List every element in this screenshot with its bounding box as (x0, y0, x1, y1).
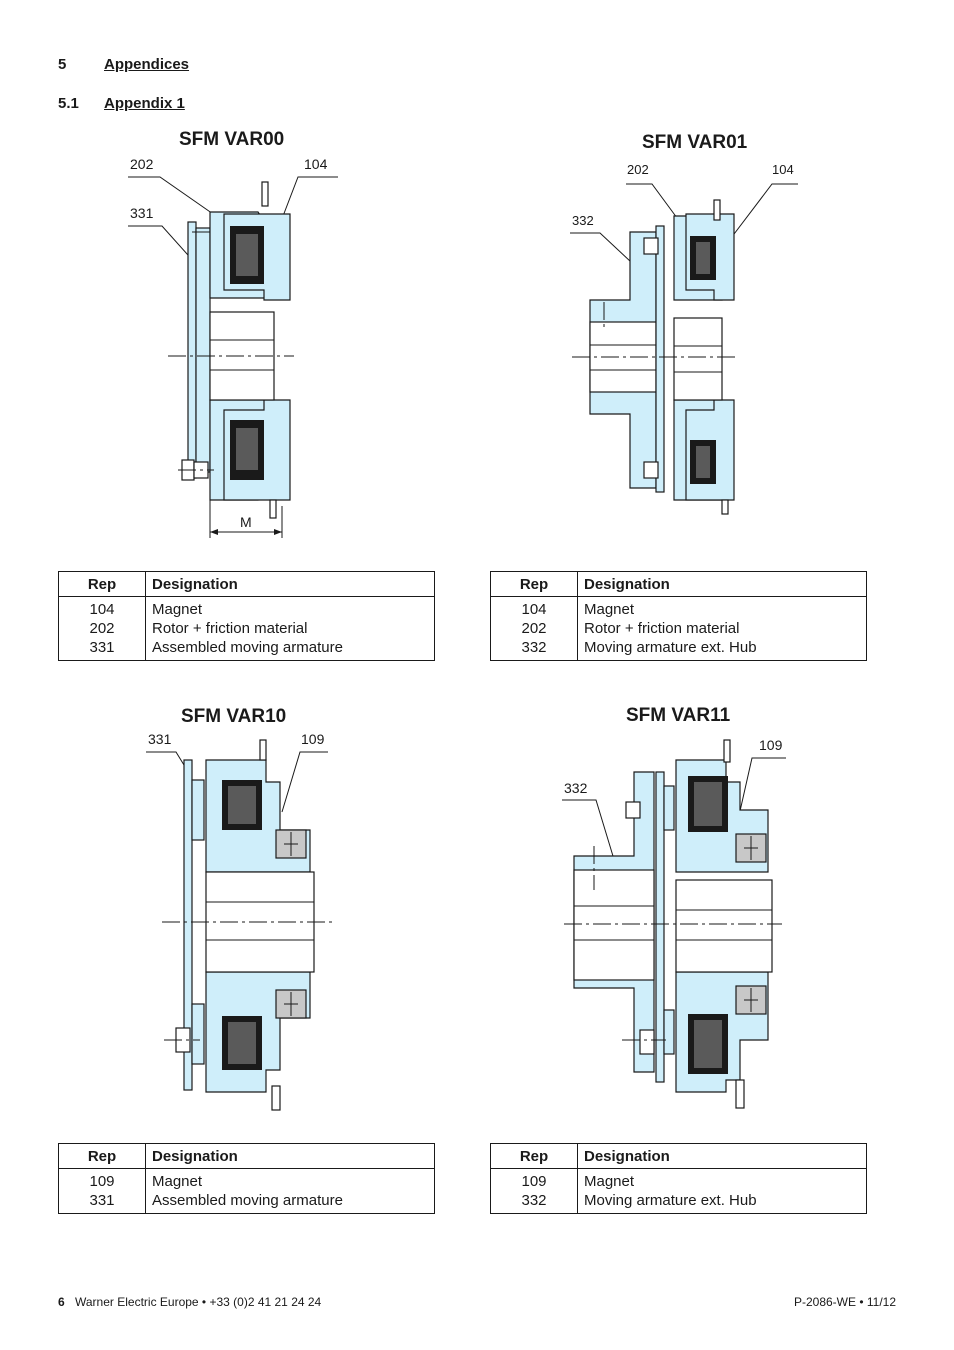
callout-331: 331 (130, 205, 154, 221)
rep-cell: 104 (58, 596, 146, 619)
dimension-m-label: M (240, 514, 252, 530)
callout-104: 104 (772, 162, 794, 177)
designation-cell: Magnet (152, 601, 203, 618)
callout-104: 104 (304, 156, 328, 172)
figure-title-var01: SFM VAR01 (642, 132, 748, 153)
rep-cell: 109 (490, 1168, 578, 1191)
footer-doc-ref: P-2086-WE • 11/12 (793, 1295, 896, 1309)
subsection-number: 5.1 (58, 95, 79, 112)
rep-header: Rep (58, 1143, 146, 1169)
designation-cell: Magnet (584, 1173, 635, 1190)
designation-cell: Rotor + friction material (152, 620, 308, 637)
designation-cell: Assembled moving armature (152, 639, 343, 656)
section-number: 5 (58, 56, 67, 73)
footer-company: Warner Electric Europe • +33 (0)2 41 21 … (75, 1295, 322, 1309)
rep-cell: 104 (490, 596, 578, 619)
callout-202: 202 (627, 162, 649, 177)
rep-cell: 202 (58, 619, 146, 638)
designation-cell: Magnet (584, 601, 635, 618)
figure-title-var00: SFM VAR00 (179, 129, 285, 150)
callout-109: 109 (759, 737, 783, 753)
designation-cell: Moving armature ext. Hub (584, 639, 757, 656)
figure-title-var11: SFM VAR11 (626, 705, 731, 726)
rep-cell: 332 (490, 638, 578, 661)
callout-332: 332 (564, 780, 588, 796)
rep-header: Rep (490, 571, 578, 597)
figure-title-var10: SFM VAR10 (181, 706, 287, 727)
drawing-sfm-var01 (570, 183, 798, 515)
callout-109: 109 (301, 731, 325, 747)
callout-202: 202 (130, 156, 154, 172)
rep-header: Rep (58, 571, 146, 597)
subsection-title: Appendix 1 (104, 95, 185, 112)
rep-cell: 202 (490, 619, 578, 638)
drawing-sfm-var10 (146, 739, 334, 1111)
designation-cell: Rotor + friction material (584, 620, 740, 637)
drawing-sfm-var00 (128, 176, 338, 538)
rep-cell: 332 (490, 1191, 578, 1214)
rep-header: Rep (490, 1143, 578, 1169)
designation-header: Designation (145, 1143, 435, 1169)
designation-header: Designation (145, 571, 435, 597)
designation-header: Designation (577, 571, 867, 597)
callout-332: 332 (572, 213, 594, 228)
page-number: 6 (58, 1295, 65, 1309)
designation-cell: Assembled moving armature (152, 1192, 343, 1209)
designation-cell: Magnet (152, 1173, 203, 1190)
callout-331: 331 (148, 731, 172, 747)
designation-header: Designation (577, 1143, 867, 1169)
designation-cell: Moving armature ext. Hub (584, 1192, 757, 1209)
rep-cell: 331 (58, 638, 146, 661)
section-title: Appendices (104, 56, 190, 73)
rep-cell: 331 (58, 1191, 146, 1214)
rep-cell: 109 (58, 1168, 146, 1191)
drawing-sfm-var11 (562, 739, 786, 1109)
